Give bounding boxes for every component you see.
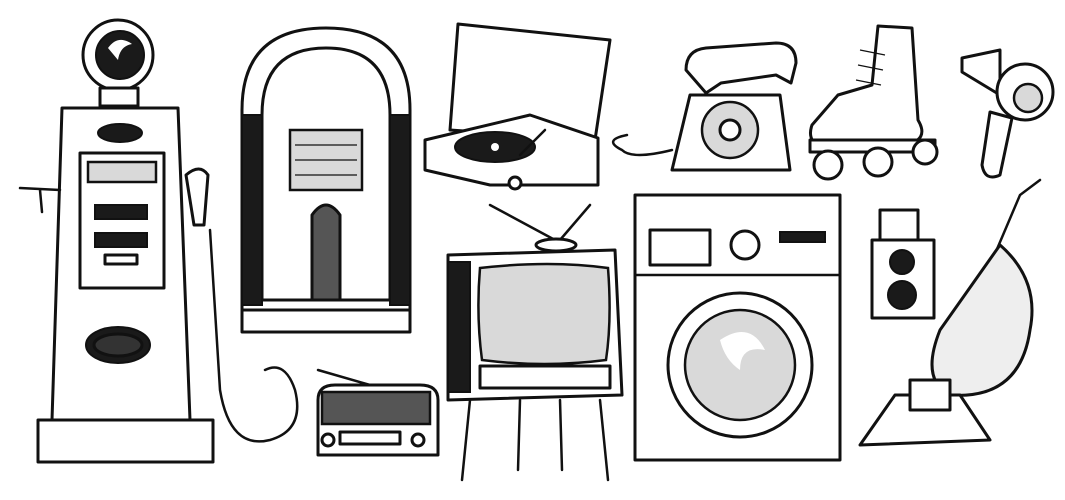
hair-dryer-icon [960, 48, 1055, 179]
jukebox-icon [240, 26, 412, 334]
roller-skate-icon [808, 24, 939, 181]
record-player-icon [423, 22, 612, 191]
vacuum-cleaner-icon [858, 178, 1042, 447]
television-icon [446, 203, 624, 482]
gas-pump-icon [18, 18, 299, 464]
rotary-telephone-icon [612, 41, 798, 172]
radio-icon [316, 368, 440, 457]
washing-machine-icon [633, 193, 842, 462]
twin-lens-camera-icon [870, 208, 936, 320]
